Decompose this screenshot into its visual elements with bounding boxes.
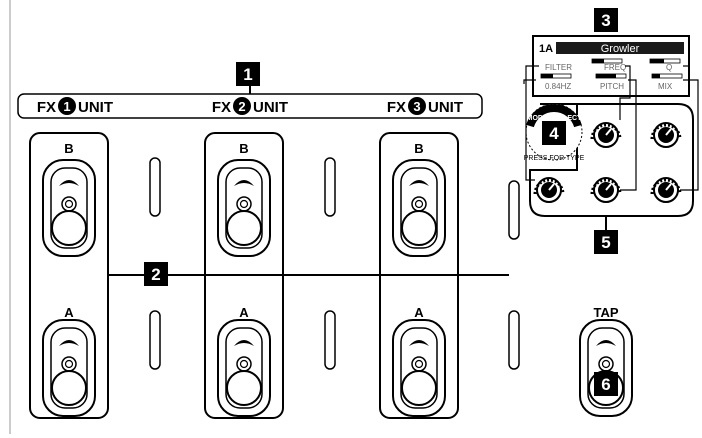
callout-3-label: 3 [601,11,610,30]
param-q: Q [666,63,672,72]
param-value: 0.84HZ [545,82,571,91]
fx3-unit-box [379,132,459,419]
fx3-suffix: UNIT [428,99,463,116]
param-mix: MIX [658,82,673,91]
callout-6: 6 [594,372,618,396]
fx-unit-header [17,86,483,119]
param-filter: FILTER [545,63,572,72]
fx1-b-footswitch[interactable] [42,159,96,257]
filter-knob[interactable] [533,176,565,204]
fx3-b-label: B [414,141,423,156]
callout-2-label: 2 [151,265,160,284]
fx2-b-label: B [239,141,248,156]
callout-2: 2 [144,262,168,286]
callout-5-label: 5 [601,233,610,252]
preset-label: 1A [539,43,553,55]
model-select-knob[interactable]: MODEL SELECT PRESS FOR TYPE [524,103,585,162]
param-pitch: PITCH [600,82,624,91]
callout-4: 4 [542,121,566,145]
fx3-a-label: A [414,305,424,320]
knob-connectors [523,65,699,191]
led-slot-3-bottom [508,310,520,370]
fx1-unit-box [29,132,109,419]
fx3-prefix: FX [387,99,406,116]
led-slot-3-top [508,180,520,240]
fx2-unit-box [204,132,284,419]
fx2-unit-label: FX 2 UNIT [212,97,288,116]
led-slot-2-bottom [324,310,336,370]
pitch-knob[interactable] [590,176,622,204]
freq-knob[interactable] [590,121,622,149]
fx2-prefix: FX [212,99,231,116]
fx1-a-footswitch[interactable] [42,319,96,417]
led-slot-1-top [149,157,161,217]
fx3-unit-label: FX 3 UNIT [387,97,463,116]
model-select-label: MODEL SELECT [527,115,582,122]
fx2-number: 2 [238,99,245,114]
lcd-display: 1A Growler FILTER FREQ Q 0.84HZ PITCH MI… [532,35,690,97]
press-for-type-label: PRESS FOR TYPE [524,155,585,162]
fx3-number: 3 [413,99,420,114]
tap-label: TAP [593,305,618,320]
fx2-a-label: A [239,305,249,320]
fx1-b-label: B [64,141,73,156]
fx1-suffix: UNIT [78,99,113,116]
callout-3: 3 [594,8,618,32]
callout-1-label: 1 [243,65,252,84]
param-freq: FREQ [604,63,626,72]
fx3-a-footswitch[interactable] [392,319,446,417]
fx2-a-footswitch[interactable] [217,319,271,417]
callout-4-label: 4 [549,124,559,143]
led-slot-2-top [324,157,336,217]
fx2-b-footswitch[interactable] [217,159,271,257]
fx1-prefix: FX [37,99,56,116]
fx3-b-footswitch[interactable] [392,159,446,257]
model-name: Growler [601,43,640,55]
mix-knob[interactable] [650,176,682,204]
knob-panel [529,103,694,217]
callout-5: 5 [594,216,618,254]
callout-1: 1 [236,62,260,86]
q-knob[interactable] [650,121,682,149]
fx1-number: 1 [63,99,70,114]
led-slot-1-bottom [149,310,161,370]
tap-footswitch[interactable] [579,319,633,417]
fx1-unit-label: FX 1 UNIT [37,97,113,116]
fx2-suffix: UNIT [253,99,288,116]
callout-6-label: 6 [601,375,610,394]
fx1-a-label: A [64,305,74,320]
